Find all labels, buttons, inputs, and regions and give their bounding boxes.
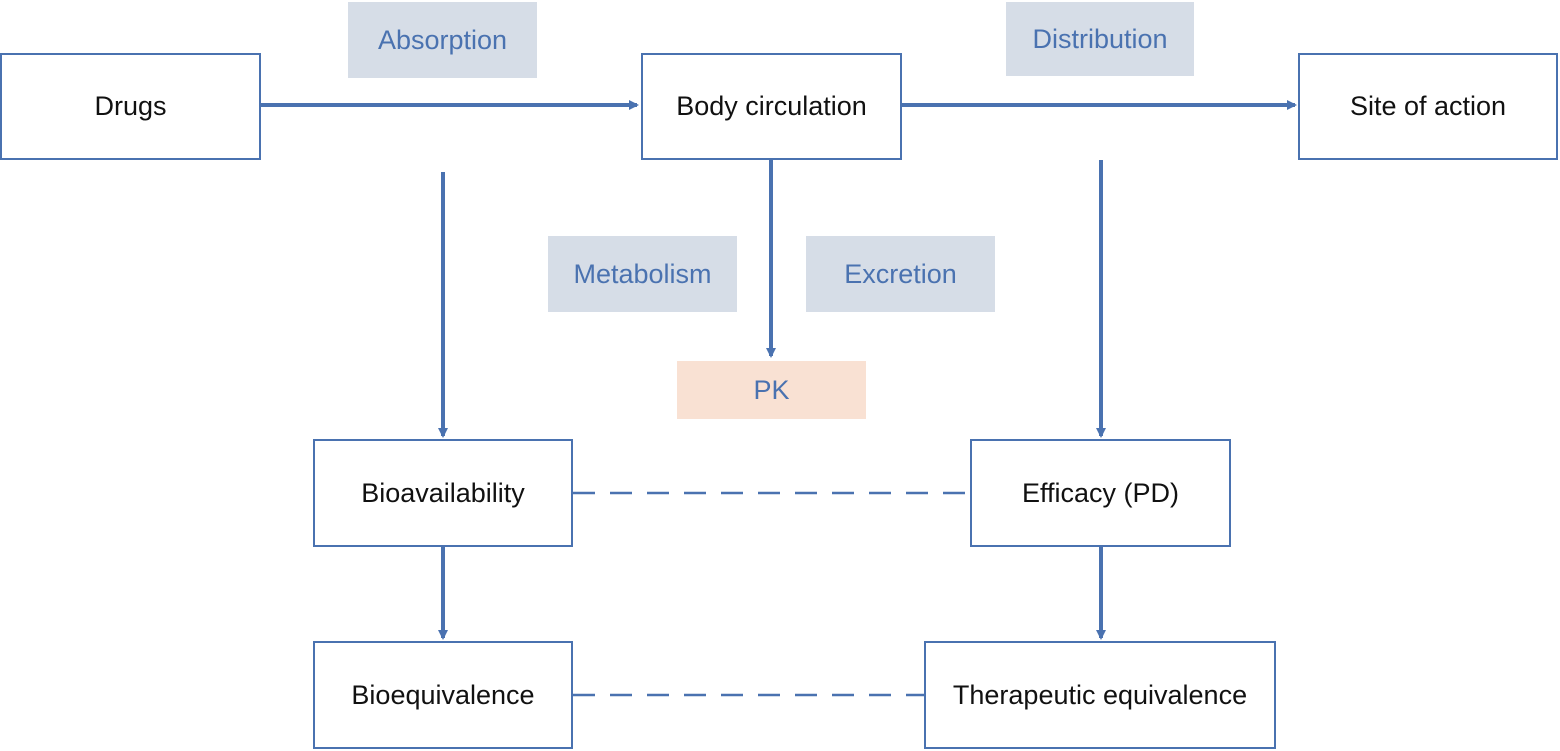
node-site-of-action: Site of action xyxy=(1298,53,1558,160)
excretion-label: Excretion xyxy=(806,236,995,312)
absorption-label: Absorption xyxy=(348,2,537,78)
distribution-label: Distribution xyxy=(1006,2,1194,76)
node-efficacy: Efficacy (PD) xyxy=(970,439,1231,547)
node-therapeutic-equivalence: Therapeutic equivalence xyxy=(924,641,1276,749)
node-drugs: Drugs xyxy=(0,53,261,160)
node-bioequivalence: Bioequivalence xyxy=(313,641,573,749)
pk-label: PK xyxy=(677,361,866,419)
metabolism-label: Metabolism xyxy=(548,236,737,312)
node-bioavailability: Bioavailability xyxy=(313,439,573,547)
node-body-circulation: Body circulation xyxy=(641,53,902,160)
